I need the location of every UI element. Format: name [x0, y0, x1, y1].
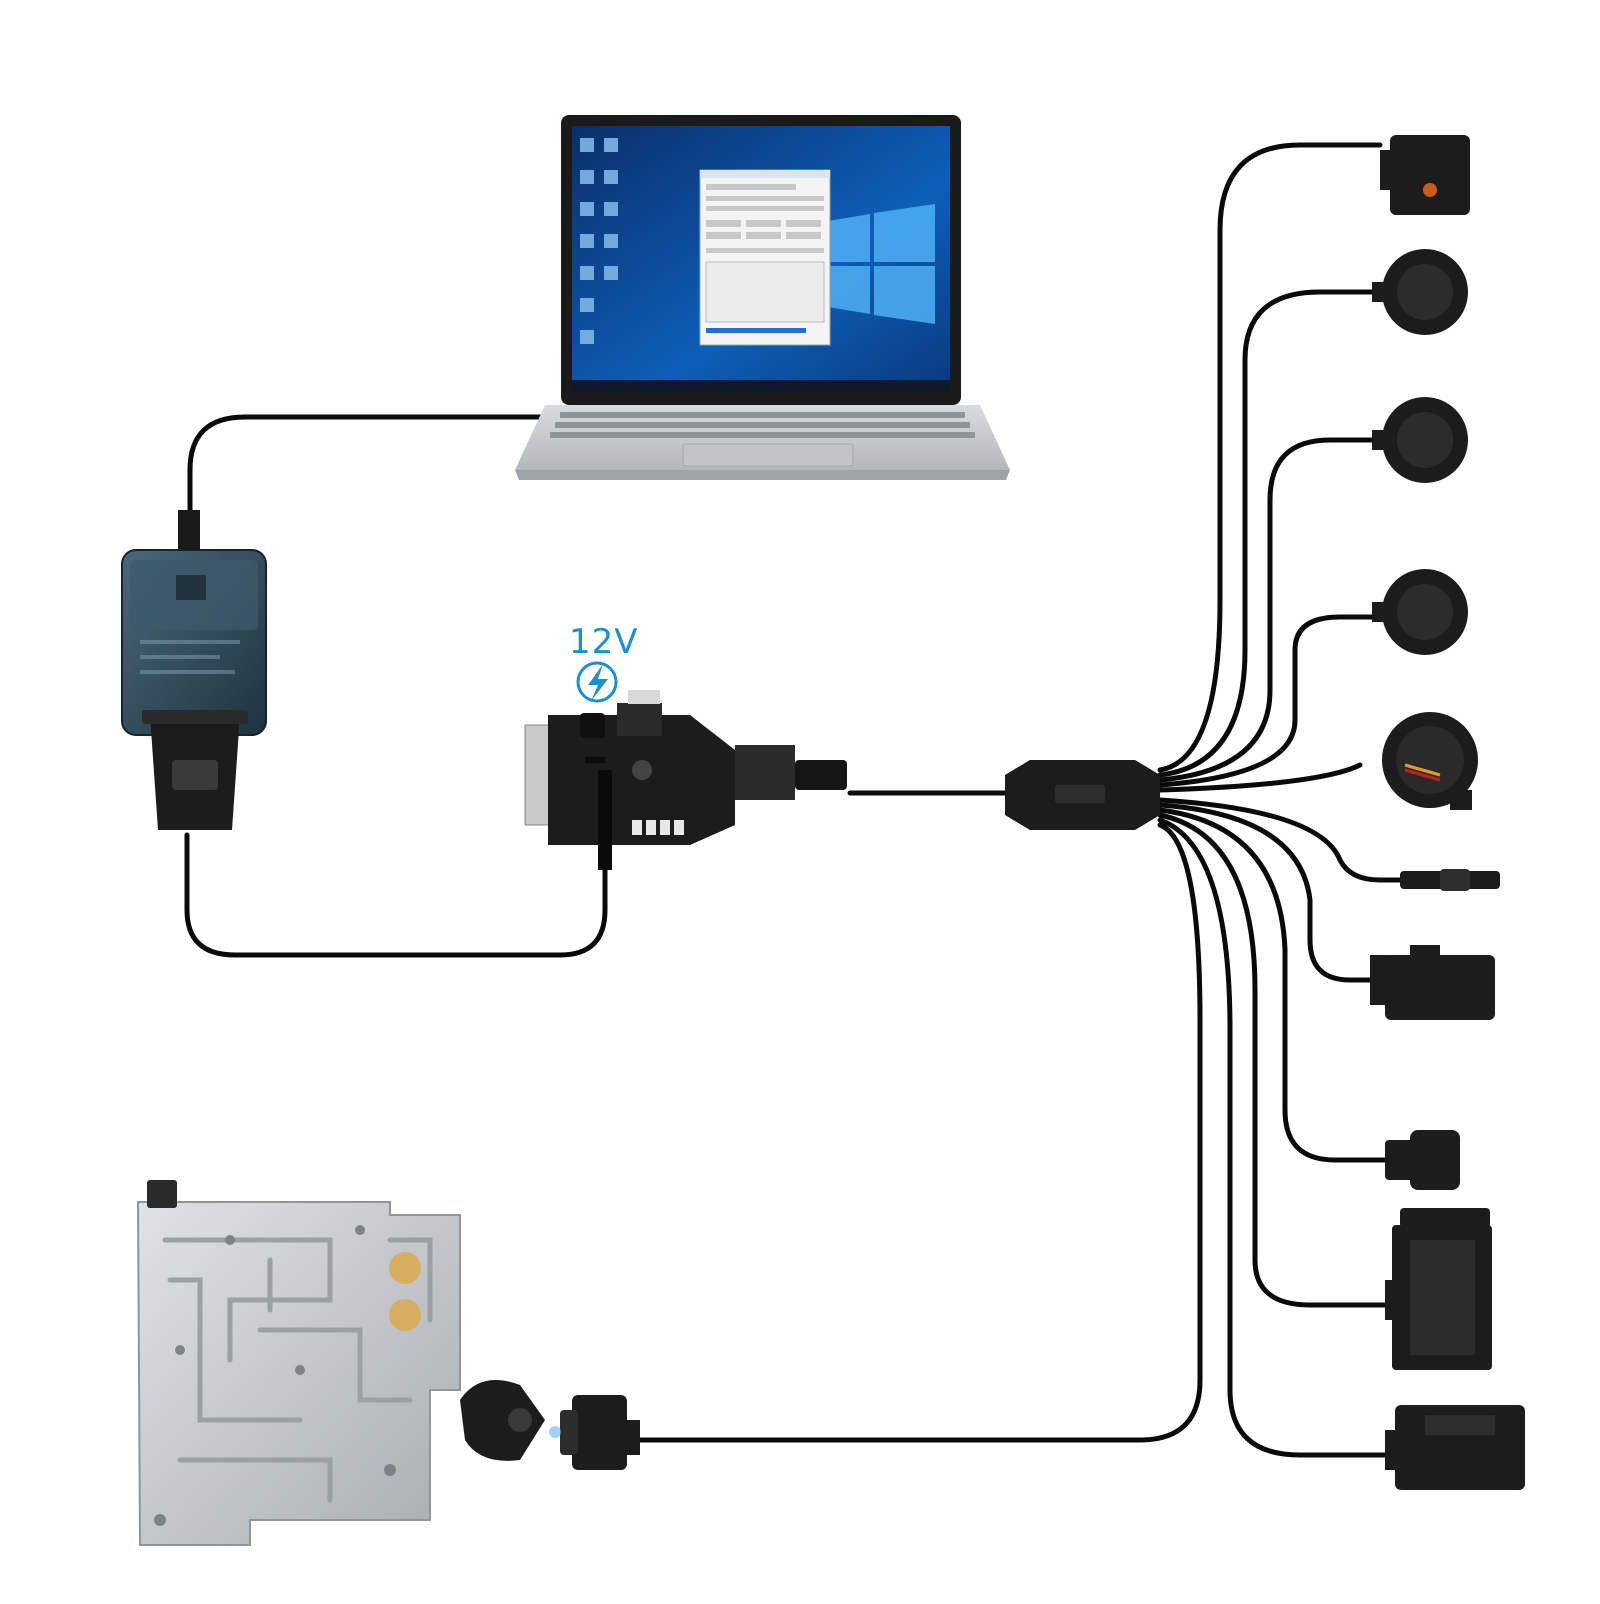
cable-splitter — [1005, 760, 1160, 830]
branch-8 — [1157, 807, 1388, 1163]
connector-set — [1370, 135, 1525, 1490]
interface-box — [121, 510, 267, 830]
taskbar — [572, 380, 950, 392]
laptop — [515, 115, 1010, 480]
db25-cable — [184, 812, 608, 958]
touchpad — [682, 443, 854, 467]
connector-2 — [1372, 249, 1468, 335]
db25-adapter — [524, 690, 847, 871]
cables — [184, 142, 1403, 1458]
valve-body-plug — [549, 1395, 640, 1470]
keyboard — [550, 412, 975, 438]
branch-3 — [1157, 437, 1375, 783]
usb-cable — [187, 414, 548, 523]
branch-10 — [1157, 817, 1393, 1458]
branch-2 — [1157, 289, 1375, 778]
branch-7 — [1157, 802, 1373, 983]
connector-5 — [1382, 712, 1478, 810]
transmission-valve-body — [136, 1180, 545, 1546]
connector-4 — [1372, 569, 1468, 655]
windows-logo-icon — [822, 204, 935, 324]
branch-11 — [637, 822, 1203, 1443]
branch-6 — [1157, 797, 1403, 883]
connector-1 — [1380, 135, 1470, 215]
branch-4 — [1157, 614, 1375, 788]
connector-8 — [1385, 1130, 1460, 1190]
connector-6 — [1400, 869, 1500, 891]
connector-3 — [1372, 397, 1468, 483]
branch-5 — [1157, 762, 1363, 793]
voltage-label: 12V — [569, 622, 639, 662]
lightning-bolt-icon — [576, 661, 618, 703]
connector-7 — [1370, 945, 1495, 1020]
branch-9 — [1157, 812, 1395, 1308]
branch-1 — [1157, 142, 1383, 773]
connector-9 — [1385, 1208, 1492, 1370]
connector-10 — [1385, 1405, 1525, 1490]
